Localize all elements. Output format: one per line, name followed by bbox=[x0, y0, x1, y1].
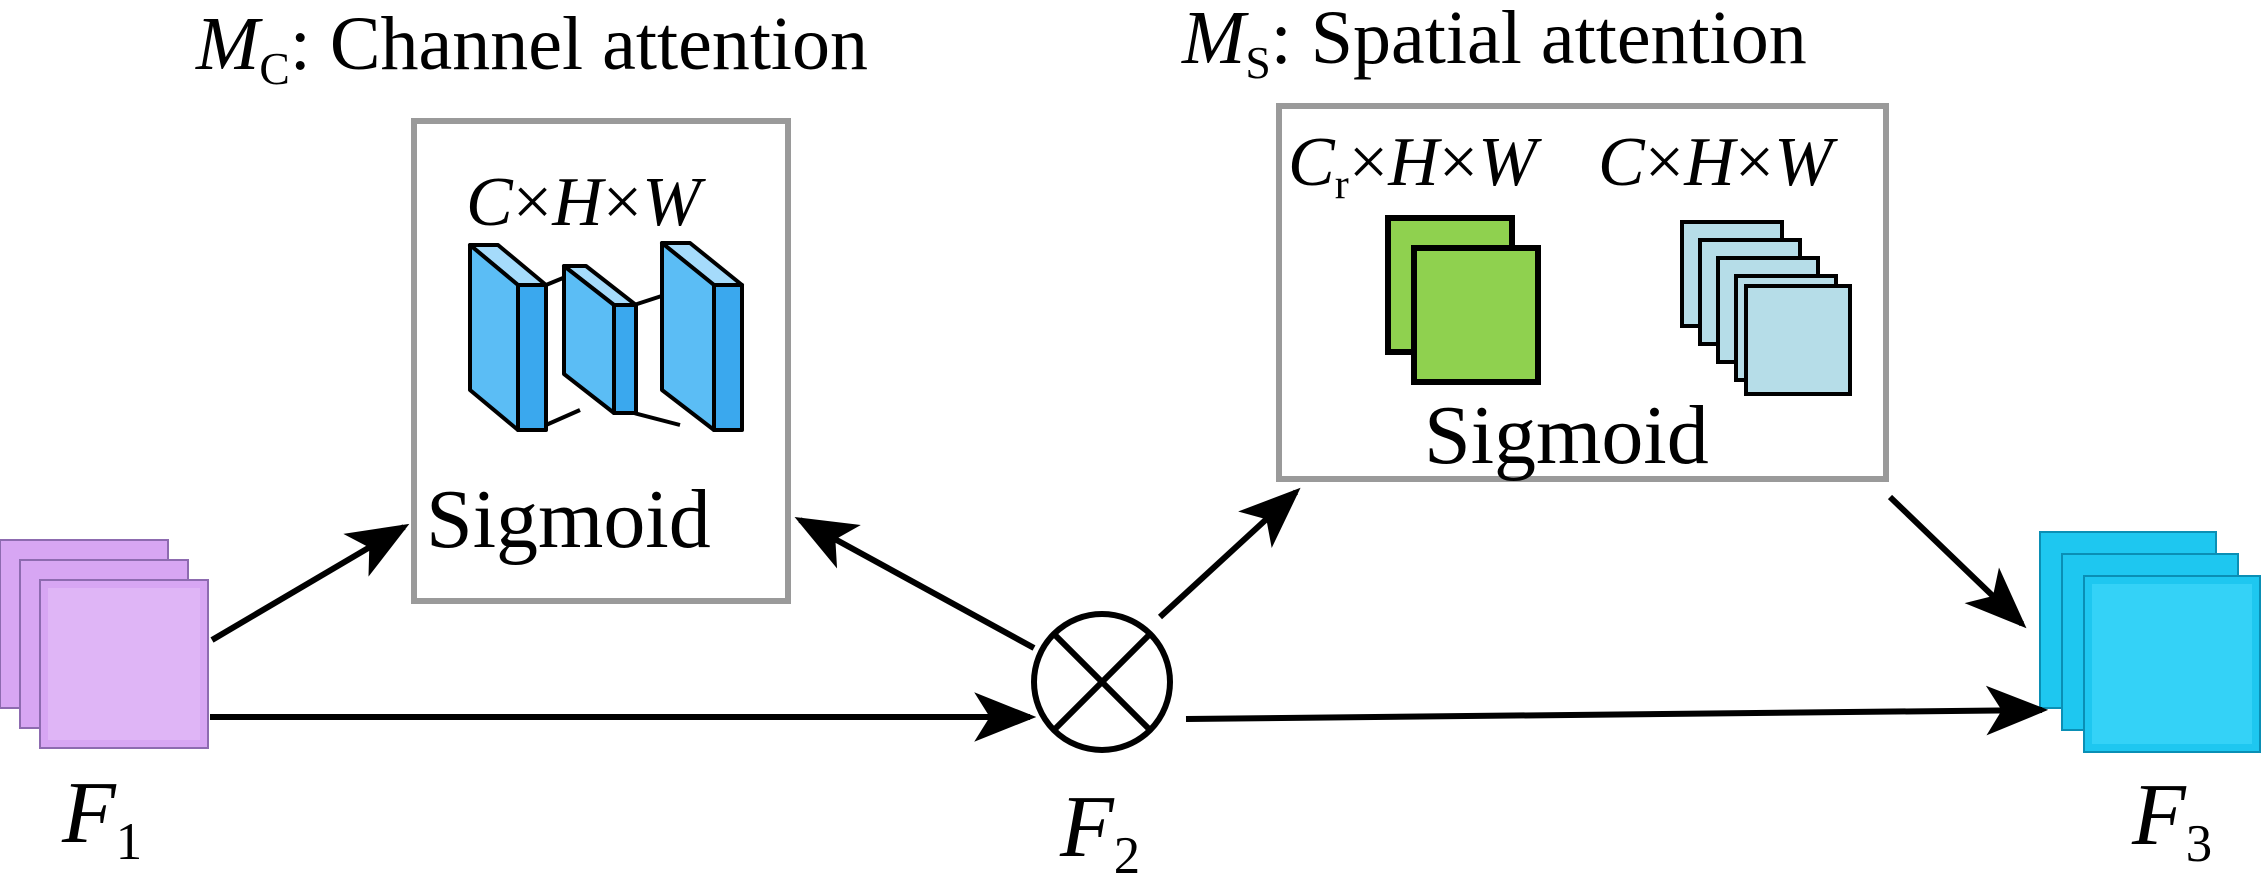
dim-c: C bbox=[466, 164, 513, 241]
spatial-full-stack bbox=[1680, 220, 1852, 396]
spatial-sigmoid-label: Sigmoid bbox=[1424, 389, 1709, 482]
spatial-reduced-stack bbox=[1385, 215, 1541, 385]
f2-label: F2 bbox=[1060, 784, 1140, 883]
channel-title-subscript: C bbox=[259, 42, 290, 94]
dim-w: W bbox=[642, 164, 701, 241]
times-sign: × bbox=[1644, 124, 1685, 201]
flow-arrows bbox=[210, 487, 2049, 742]
dim-c-subscript: r bbox=[1334, 162, 1349, 209]
times-sign: × bbox=[1438, 124, 1479, 201]
multiply-node bbox=[1031, 611, 1173, 753]
channel-title-symbol: M bbox=[196, 2, 260, 86]
spatial-title-symbol: M bbox=[1182, 0, 1246, 80]
times-sign: × bbox=[1734, 124, 1775, 201]
f2-symbol: F bbox=[1060, 779, 1114, 876]
dim-h: H bbox=[1388, 124, 1439, 201]
channel-attention-title: MC: Channel attention bbox=[196, 6, 868, 91]
f2-subscript: 2 bbox=[1113, 826, 1141, 885]
dim-h: H bbox=[1684, 124, 1735, 201]
spatial-reduced-dims-label: Cr×H×W bbox=[1288, 128, 1537, 207]
f3-feature-stack bbox=[2039, 531, 2261, 753]
times-sign: × bbox=[602, 164, 643, 241]
dim-w: W bbox=[1774, 124, 1833, 201]
channel-sigmoid-label: Sigmoid bbox=[426, 473, 711, 566]
f3-label: F3 bbox=[2132, 772, 2212, 871]
spatial-attention-box bbox=[1276, 103, 1889, 482]
f1-symbol: F bbox=[62, 765, 116, 862]
dim-h: H bbox=[552, 164, 603, 241]
dim-c: C bbox=[1598, 124, 1645, 201]
f3-symbol: F bbox=[2132, 767, 2186, 864]
f1-label: F1 bbox=[62, 770, 142, 869]
spatial-attention-title: MS: Spatial attention bbox=[1182, 0, 1807, 85]
spatial-full-dims-label: C×H×W bbox=[1598, 128, 1833, 198]
dim-w: W bbox=[1478, 124, 1537, 201]
spatial-title-subscript: S bbox=[1245, 36, 1271, 88]
dim-c: C bbox=[1288, 124, 1335, 201]
channel-conv-blocks bbox=[468, 241, 744, 432]
f1-feature-stack bbox=[0, 539, 209, 749]
channel-attention-box bbox=[411, 118, 791, 604]
times-sign: × bbox=[1348, 124, 1389, 201]
f3-subscript: 3 bbox=[2185, 814, 2213, 873]
channel-title-text: : Channel attention bbox=[289, 2, 869, 86]
times-sign: × bbox=[512, 164, 553, 241]
f1-subscript: 1 bbox=[115, 812, 143, 871]
channel-dims-label: C×H×W bbox=[466, 168, 701, 238]
spatial-title-text: : Spatial attention bbox=[1270, 0, 1807, 80]
